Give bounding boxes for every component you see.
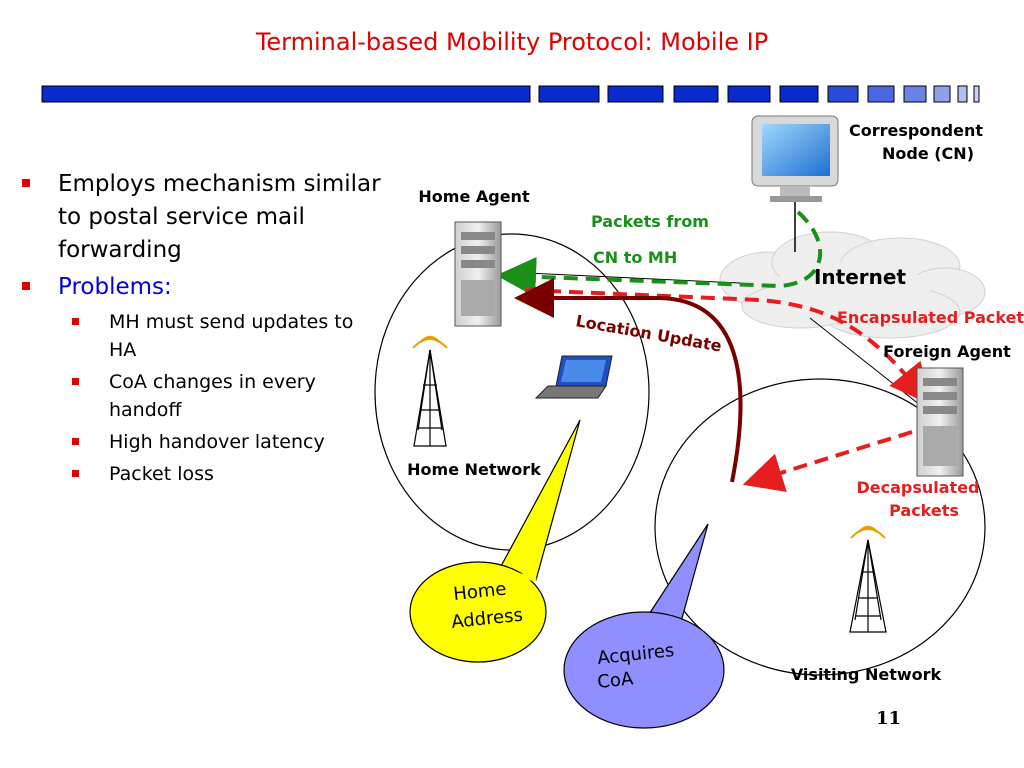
decapsulated-label-1: Decapsulated: [856, 478, 979, 497]
server-icon: [916, 367, 964, 477]
sub-bullet-text: MH must send updates to HA: [109, 311, 354, 361]
cloud-icon: [719, 231, 986, 339]
home-network-label: Home Network: [407, 460, 541, 479]
bullet-item: Problems:: [22, 271, 382, 304]
sub-bullet-text: Packet loss: [109, 463, 214, 485]
sub-bullet-item: MH must send updates to HA: [22, 308, 382, 364]
bullet-text-problems: Problems:: [58, 274, 172, 300]
sub-bullet-item: CoA changes in every handoff: [22, 368, 382, 424]
home-address-callout: [409, 419, 581, 663]
bullet-square-icon: [72, 438, 79, 445]
acquires-coa-label-2: CoA: [596, 668, 635, 693]
encapsulated-packet-label: Encapsulated Packet: [837, 308, 1024, 327]
home-agent-label: Home Agent: [418, 187, 530, 206]
bullet-text-mechanism: Employs mechanism similar to postal serv…: [58, 171, 381, 263]
internet-label: Internet: [814, 265, 906, 289]
laptop-icon: [534, 355, 613, 399]
bullet-list: Employs mechanism similar to postal serv…: [22, 168, 382, 492]
server-icon: [454, 221, 502, 327]
acquires-coa-callout: [563, 523, 725, 729]
monitor-icon: [751, 115, 839, 202]
bullet-item: Employs mechanism similar to postal serv…: [22, 168, 382, 267]
slide-title: Terminal-based Mobility Protocol: Mobile…: [255, 28, 769, 56]
decapsulated-packet-path: [742, 430, 913, 492]
decapsulated-label-2: Packets: [889, 501, 959, 520]
bullet-square-icon: [72, 318, 79, 325]
bullet-square-icon: [22, 179, 30, 187]
sub-bullet-item: High handover latency: [22, 428, 382, 456]
bullet-square-icon: [72, 470, 79, 477]
sub-bullet-text: High handover latency: [109, 431, 325, 453]
foreign-agent-label: Foreign Agent: [883, 342, 1011, 361]
correspondent-node-label-2: Node (CN): [882, 144, 974, 163]
page-number: 11: [876, 708, 902, 729]
visiting-network-circle: [654, 378, 986, 676]
bullet-square-icon: [22, 282, 30, 290]
location-update-label: Location Update: [574, 311, 723, 355]
antenna-tower-icon: [849, 525, 887, 633]
location-update-path: [514, 278, 743, 483]
title-divider-bar: [41, 85, 980, 103]
visiting-network-label: Visiting Network: [791, 665, 942, 684]
encapsulated-packet-path: [524, 288, 931, 405]
packets-from-label-2: CN to MH: [593, 248, 677, 267]
antenna-tower-icon: [412, 335, 448, 447]
sub-bullet-text: CoA changes in every handoff: [109, 371, 316, 421]
bullet-square-icon: [72, 378, 79, 385]
sub-bullet-item: Packet loss: [22, 460, 382, 488]
correspondent-node-label-1: Correspondent: [849, 121, 983, 140]
packets-from-label-1: Packets from: [591, 212, 709, 231]
packets-from-cn-path: [496, 210, 823, 297]
